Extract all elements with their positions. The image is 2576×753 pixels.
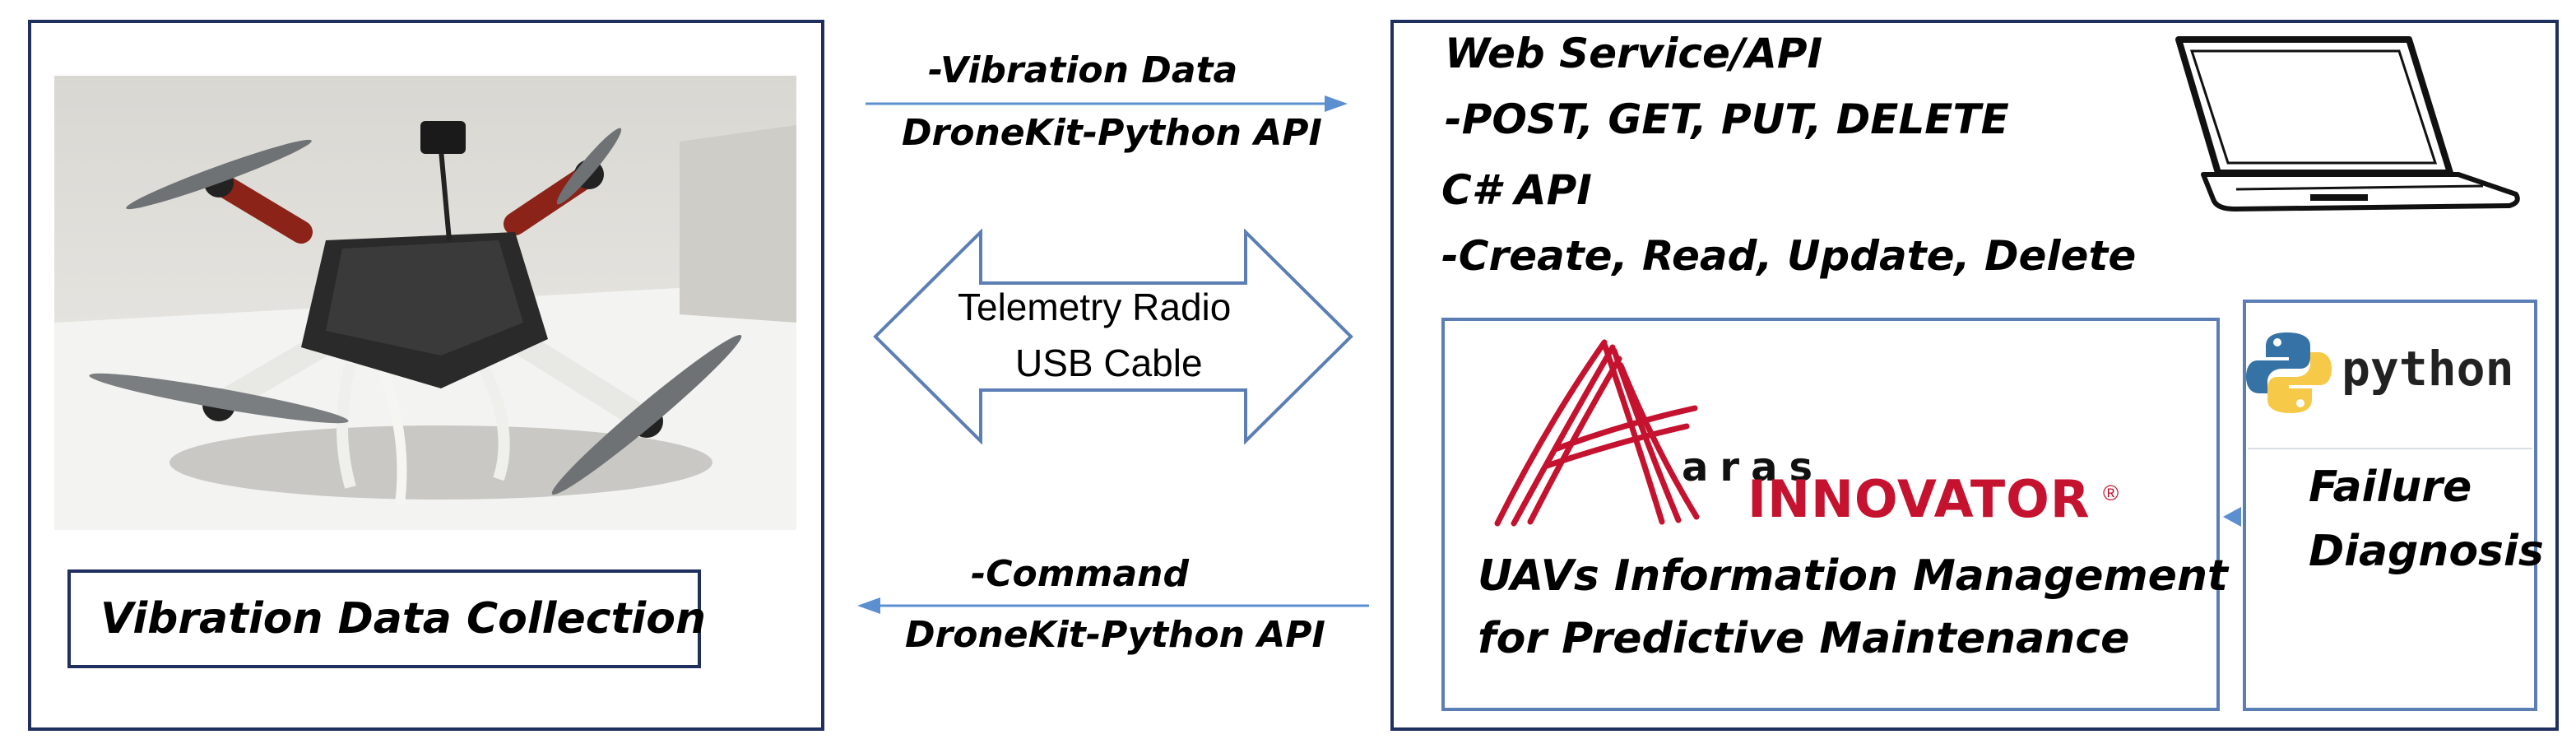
- aras-caption-2: for Predictive Maintenance: [1478, 614, 2130, 663]
- aras-logo-big-text: INNOVATOR: [1748, 469, 2091, 529]
- python-divider: [2248, 448, 2532, 449]
- top-arrow: [866, 95, 1348, 112]
- aras-caption-1: UAVs Information Management: [1478, 551, 2228, 601]
- csharp-api-label: C# API: [1441, 166, 1592, 214]
- crud-label: -Create, Read, Update, Delete: [1441, 232, 2137, 280]
- bottom-arrow-label-2: DroneKit-Python API: [905, 614, 1325, 656]
- telemetry-label: Telemetry Radio: [958, 286, 1232, 328]
- top-arrow-label-2: DroneKit-Python API: [902, 112, 1322, 154]
- python-logo-icon: [2246, 332, 2332, 413]
- vibration-caption: Vibration Data Collection: [100, 594, 706, 644]
- vibration-caption-box: Vibration Data Collection: [67, 569, 706, 668]
- top-arrow-label-1: -Vibration Data: [928, 49, 1238, 91]
- bottom-arrow-label-1: -Command: [971, 553, 1189, 595]
- diagnosis-label: Diagnosis: [2309, 527, 2544, 576]
- aras-box: [1441, 318, 2220, 711]
- usb-label: USB Cable: [1015, 342, 1203, 384]
- laptop-icon: [2175, 36, 2520, 211]
- python-logo-text: python: [2342, 341, 2514, 397]
- http-methods-label: -POST, GET, PUT, DELETE: [1445, 95, 2009, 143]
- aras-logo-small-text: aras: [1682, 444, 1825, 490]
- web-service-label: Web Service/API: [1445, 30, 1823, 77]
- connector-arrow: [2223, 507, 2241, 527]
- double-arrow: [873, 229, 1353, 444]
- failure-label: Failure: [2309, 462, 2472, 512]
- aras-logo-mark: ®: [2103, 481, 2119, 505]
- drone-image: [54, 76, 796, 530]
- bottom-arrow: [857, 597, 1369, 614]
- aras-logo: [1494, 339, 1700, 527]
